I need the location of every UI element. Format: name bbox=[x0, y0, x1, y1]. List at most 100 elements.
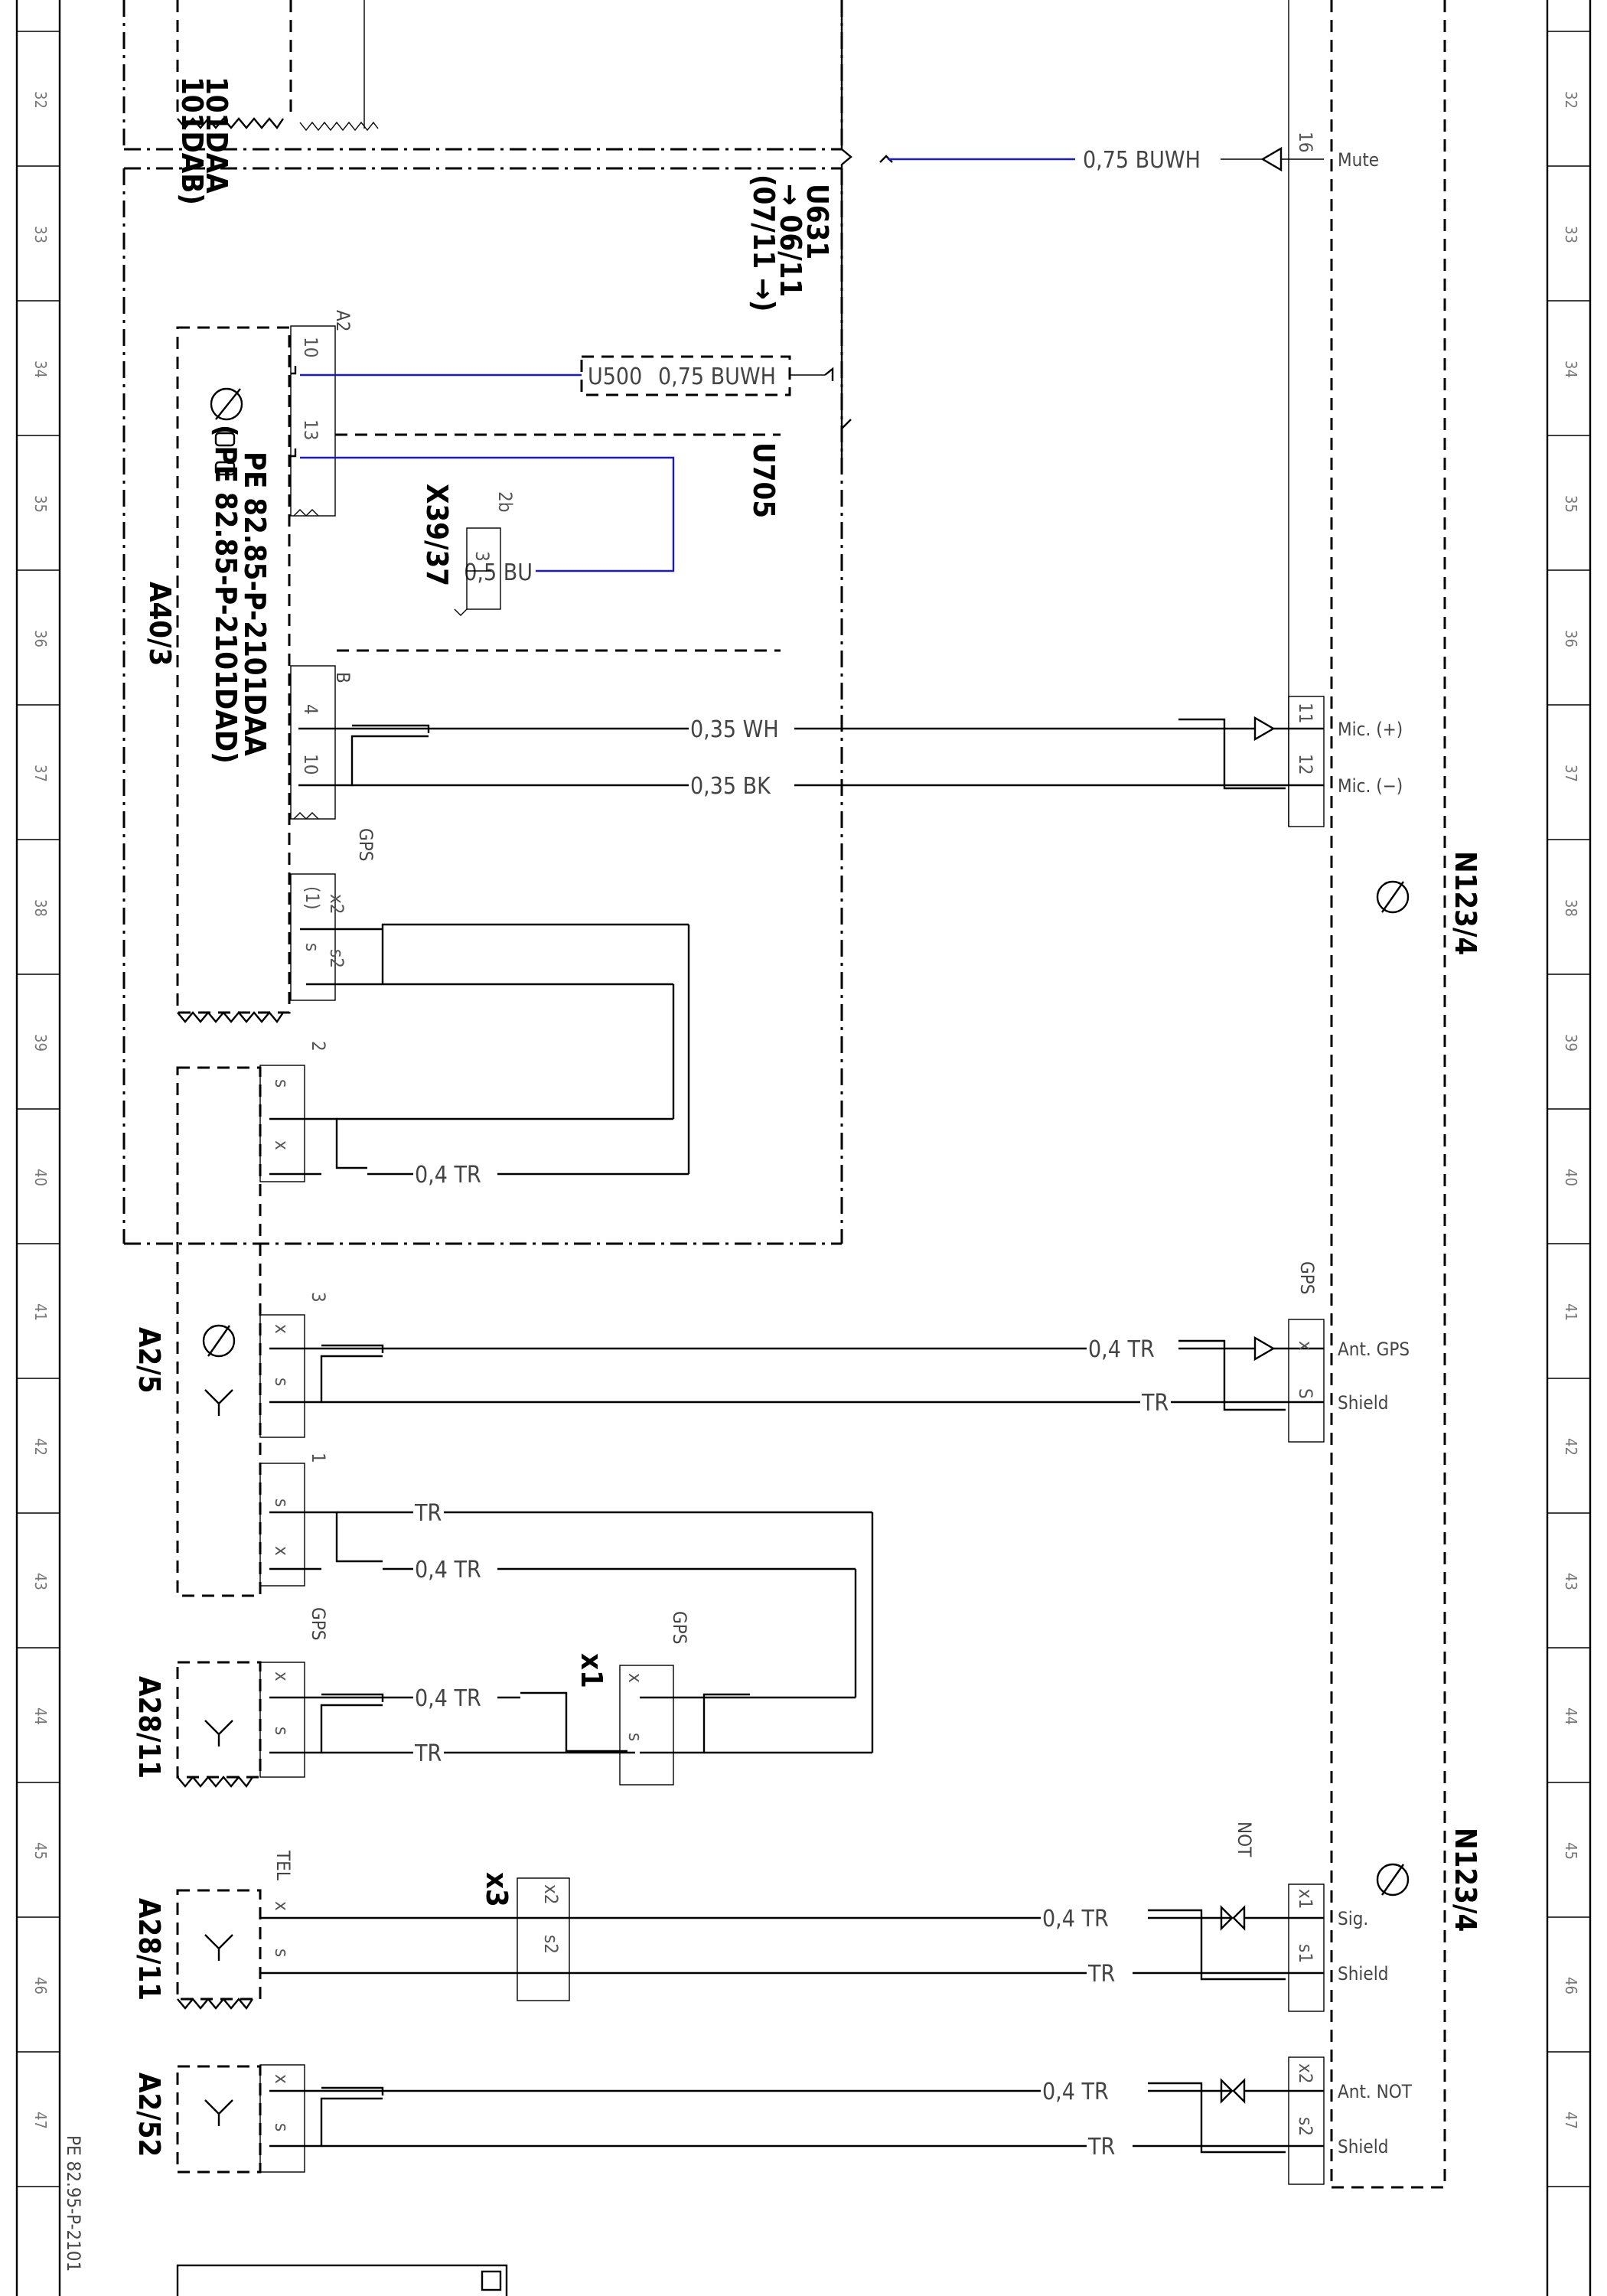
signal-shield-3: Shield bbox=[1338, 2136, 1388, 2157]
pin-c3: 3 bbox=[308, 1292, 329, 1303]
n123-label-a: N123/4 bbox=[1449, 851, 1482, 955]
tr-shield-gps-label: TR bbox=[1141, 1390, 1169, 1417]
grid-row-number: 35 bbox=[1562, 495, 1580, 513]
pin-c1: 1 bbox=[308, 1453, 329, 1463]
tr-shield-sig-label: TR bbox=[1087, 1961, 1115, 1988]
u631-block: U631 → 06/11 (07/11 →) bbox=[122, 0, 852, 1245]
a28-11-label-a: A28/11 bbox=[132, 1676, 166, 1779]
grid-row-number: 32 bbox=[1562, 91, 1580, 109]
pin-a28-x: x bbox=[271, 1671, 292, 1681]
signal-sig: Sig. bbox=[1338, 1908, 1368, 1929]
pin-gps-1: (1) bbox=[302, 886, 323, 910]
module-pe2: ( PE 82.85-P-2101DAD) bbox=[209, 425, 243, 764]
grid-row-number: 42 bbox=[1562, 1438, 1580, 1456]
pin-a252-x: x bbox=[271, 2074, 292, 2084]
tr-1-label: 0,4 TR bbox=[415, 1557, 481, 1583]
grid-row-number: 45 bbox=[31, 1842, 50, 1860]
pin-x1-s: s bbox=[624, 1733, 646, 1741]
pin-16: 16 bbox=[1295, 132, 1316, 152]
a40-label: A40/3 bbox=[143, 582, 177, 666]
tr-a28-s-label: TR bbox=[414, 1740, 442, 1767]
grid-row-number: 36 bbox=[1562, 630, 1580, 647]
signal-ant-gps: Ant. GPS bbox=[1338, 1339, 1410, 1360]
grid-row-number: 44 bbox=[1562, 1707, 1580, 1725]
not-label: NOT bbox=[1234, 1821, 1255, 1857]
pin-not-s2: s2 bbox=[1295, 2117, 1316, 2136]
pin-x1-x: x bbox=[624, 1673, 646, 1683]
wh-wire-label: 0,35 WH bbox=[690, 716, 779, 743]
gps-connector-left: GPS x2 (1) s2 s bbox=[290, 828, 690, 1174]
grid-row-number: 39 bbox=[1562, 1034, 1580, 1052]
grid-row-number: 40 bbox=[31, 1169, 50, 1186]
n123-label-b: N123/4 bbox=[1449, 1828, 1482, 1932]
grid-row-number: 46 bbox=[1562, 1977, 1580, 1994]
pin-12: 12 bbox=[1295, 754, 1316, 775]
gps-connector-right: GPS x S Ant. GPS Shield bbox=[1171, 1261, 1410, 1443]
a28-11-gps: A28/11 GPS x s 0,4 TR TR GPS x1 x s bbox=[132, 1607, 872, 1789]
pin-a2-13: 13 bbox=[300, 419, 321, 440]
footer: PE 82.95-P-2101 bbox=[63, 2135, 508, 2296]
grid-row-number: 38 bbox=[31, 899, 50, 917]
gps-mid-label: GPS bbox=[669, 1611, 690, 1644]
n123-module: N123/4 N123/4 bbox=[1288, 0, 1482, 2189]
grid-row-number: 37 bbox=[1562, 765, 1580, 782]
grid-row-number: 38 bbox=[1562, 899, 1580, 917]
grid-row-number: 47 bbox=[1562, 2112, 1580, 2129]
pin-tel-s: s bbox=[271, 1949, 292, 1957]
gps-a28-label: GPS bbox=[308, 1607, 329, 1640]
module-label-b: 101DAB) bbox=[175, 77, 209, 205]
u705-block: U705 0,5 BU 2b 3 X39/37 bbox=[300, 433, 781, 652]
grid-row-number: 45 bbox=[1562, 1842, 1580, 1860]
pin-x39-3: 3 bbox=[471, 551, 493, 562]
pin-11: 11 bbox=[1295, 703, 1316, 723]
signal-mic-plus: Mic. (+) bbox=[1338, 719, 1403, 740]
a28-11-tel: A28/11 TEL x s x3 x2 s2 0,4 TR TR bbox=[132, 1850, 1115, 2011]
tr-sig-label: 0,4 TR bbox=[1042, 1906, 1109, 1932]
pin-b-4: 4 bbox=[300, 704, 321, 715]
b-connector-label: B bbox=[332, 672, 354, 683]
tr-antnot-label: 0,4 TR bbox=[1042, 2079, 1109, 2105]
grid-row-number: 36 bbox=[31, 630, 50, 647]
grid-ruler: 3131323233333434353536363737383839394040… bbox=[17, 31, 1590, 2187]
u500-label: U500 bbox=[588, 364, 642, 390]
pin-x3-x2: x2 bbox=[540, 1884, 562, 1905]
display-icon bbox=[210, 387, 243, 421]
pin-x3-s2: s2 bbox=[540, 1935, 562, 1954]
mute-wire: 0,75 BUWH 16 Mute bbox=[879, 132, 1379, 174]
pin-c3-s: s bbox=[271, 1378, 292, 1386]
x1-label: x1 bbox=[575, 1653, 608, 1688]
a2-connector: A2 10 13 bbox=[290, 310, 354, 517]
signal-shield-1: Shield bbox=[1338, 1392, 1388, 1414]
gps-left-label: GPS bbox=[355, 828, 376, 861]
grid-row-number: 39 bbox=[31, 1034, 50, 1052]
tr-shield-1-label: TR bbox=[414, 1500, 442, 1527]
a2-5-connector: A2/5 3 x s 0,4 TR TR 1 s x TR 0,4 TR bbox=[132, 1292, 1169, 1753]
tr-a-label: 0,4 TR bbox=[415, 1162, 481, 1189]
signal-ant-not: Ant. NOT bbox=[1338, 2081, 1413, 2102]
pin-not-s1: s1 bbox=[1295, 1944, 1316, 1963]
grid-row-number: 37 bbox=[31, 765, 50, 782]
pin-gps-s2: s2 bbox=[326, 949, 347, 968]
pin-gps-s: s bbox=[302, 943, 323, 951]
pin-ngps-s: S bbox=[1295, 1388, 1316, 1399]
tr-gps-label: 0,4 TR bbox=[1088, 1336, 1155, 1363]
x39-label: X39/37 bbox=[420, 484, 454, 586]
grid-row-number: 46 bbox=[31, 1977, 50, 1994]
antenna-icon bbox=[202, 1324, 236, 1416]
pin-c2-x: x bbox=[271, 1140, 292, 1150]
tr-shield-antnot-label: TR bbox=[1087, 2134, 1115, 2161]
a2-52-connector: A2/52 x s 0,4 TR TR bbox=[132, 2064, 1115, 2174]
pin-b-10: 10 bbox=[300, 754, 321, 775]
footer-ref: PE 82.95-P-2101 bbox=[63, 2135, 84, 2272]
bu-wire-label: 0,5 BU bbox=[464, 559, 533, 586]
display-icon-right-a bbox=[1376, 880, 1410, 914]
grid-row-number: 32 bbox=[31, 91, 50, 109]
a2-5-label: A2/5 bbox=[132, 1327, 166, 1394]
top-module: 101DAA 101DAB) bbox=[122, 0, 843, 205]
grid-row-number: 34 bbox=[1562, 360, 1580, 378]
pin-not-x1: x1 bbox=[1295, 1889, 1316, 1910]
module-pe1: PE 82.85-P-2101DAA bbox=[238, 452, 272, 756]
pin-c2-s: s bbox=[271, 1079, 292, 1088]
x3-label: x3 bbox=[480, 1872, 513, 1907]
